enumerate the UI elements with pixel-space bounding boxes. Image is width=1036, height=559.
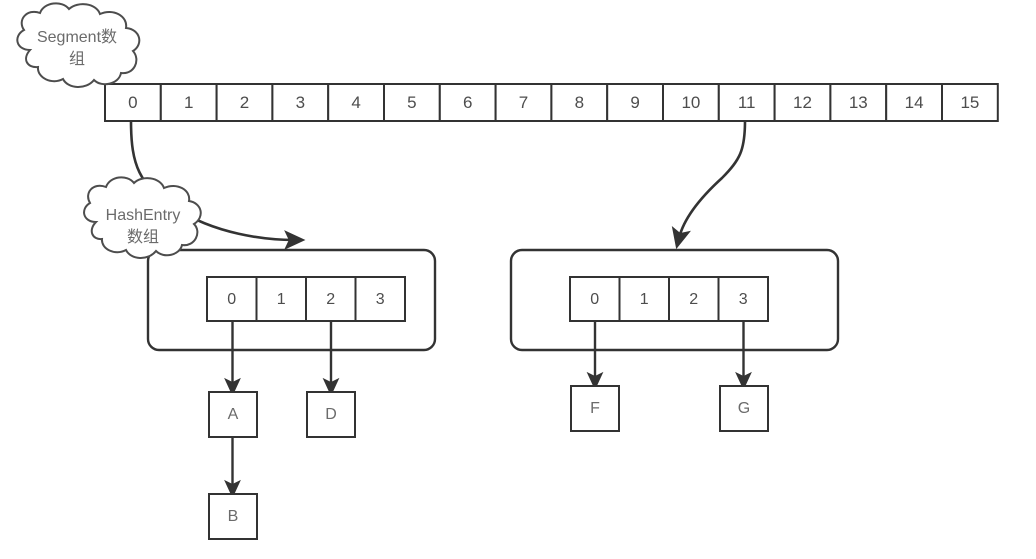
segment-array-cloud-label-line2: 组 bbox=[69, 50, 85, 68]
segment-0-hashentry-label-1: 1 bbox=[277, 291, 286, 308]
segment-0-hashentry-array: 0 1 2 3 bbox=[206, 276, 406, 322]
segment-11-hashentry-cell-0[interactable] bbox=[569, 276, 621, 322]
segment-array-cloud-label-line1: Segment数 bbox=[37, 28, 117, 46]
segment-cell-6[interactable] bbox=[438, 83, 497, 122]
segment-0-hashentry-cell-3[interactable] bbox=[354, 276, 406, 322]
segment-array-cloud-shape bbox=[16, 2, 141, 88]
segment-cell-label-15: 15 bbox=[960, 93, 979, 112]
segment-cell-label-7: 7 bbox=[519, 93, 528, 112]
node-a-label: A bbox=[228, 406, 239, 423]
node-a-box[interactable] bbox=[208, 391, 258, 438]
segment-0-hashentry-cell-1[interactable] bbox=[255, 276, 307, 322]
segment-cell-label-2: 2 bbox=[240, 93, 249, 112]
segment-cell-label-14: 14 bbox=[905, 93, 924, 112]
node-a[interactable]: A bbox=[208, 391, 258, 438]
segment-cell-9[interactable] bbox=[606, 83, 665, 122]
segment-11-hashentry-array: 0 1 2 3 bbox=[569, 276, 769, 322]
segment-11-hashentry-label-1: 1 bbox=[640, 291, 649, 308]
segment-cell-7[interactable] bbox=[494, 83, 553, 122]
segment-0-hashentry-label-2: 2 bbox=[326, 291, 335, 308]
node-g-box[interactable] bbox=[719, 385, 769, 432]
segment-11-hashentry-label-2: 2 bbox=[689, 291, 698, 308]
node-f-label: F bbox=[590, 400, 600, 417]
hashentry-array-cloud-label-line2: 数组 bbox=[127, 228, 159, 246]
segment-cell-label-0: 0 bbox=[128, 93, 137, 112]
segment-cell-label-13: 13 bbox=[849, 93, 868, 112]
segment-11-hashentry-cell-1[interactable] bbox=[618, 276, 670, 322]
segment-0-container: 0 1 2 3 bbox=[146, 248, 437, 352]
segment-cell-12[interactable] bbox=[773, 83, 832, 122]
segment-cell-0[interactable] bbox=[104, 83, 162, 122]
connector-segment11-to-container bbox=[671, 120, 747, 250]
segment-cell-label-10: 10 bbox=[681, 93, 700, 112]
node-f-box[interactable] bbox=[570, 385, 620, 432]
segment-0-hashentry-label-0: 0 bbox=[227, 291, 236, 308]
node-d-box[interactable] bbox=[306, 391, 356, 438]
segment-cell-label-8: 8 bbox=[575, 93, 584, 112]
segment-cell-1[interactable] bbox=[159, 83, 218, 122]
node-f[interactable]: F bbox=[570, 385, 620, 432]
segment-11-hashentry-cell-2[interactable] bbox=[668, 276, 720, 322]
segment-cell-8[interactable] bbox=[550, 83, 609, 122]
segment-cell-label-4: 4 bbox=[351, 93, 360, 112]
segment-cell-15[interactable] bbox=[941, 83, 999, 122]
hashentry-array-cloud-label-line1: HashEntry bbox=[106, 207, 181, 224]
segment-0-hashentry-label-3: 3 bbox=[376, 291, 385, 308]
node-d[interactable]: D bbox=[306, 391, 356, 438]
segment-cell-2[interactable] bbox=[215, 83, 274, 122]
node-b-box[interactable] bbox=[208, 493, 258, 540]
segment-cell-label-11: 11 bbox=[738, 93, 756, 112]
segment-array-cloud[interactable]: Segment数 组 bbox=[16, 2, 141, 88]
node-d-label: D bbox=[325, 406, 337, 423]
segment-cell-11[interactable] bbox=[717, 83, 776, 122]
segment-cell-label-1: 1 bbox=[184, 93, 193, 112]
segment-cell-label-3: 3 bbox=[296, 93, 305, 112]
segment-11-hashentry-label-3: 3 bbox=[739, 291, 748, 308]
segment-cell-13[interactable] bbox=[829, 83, 888, 122]
segment-0-hashentry-cell-2[interactable] bbox=[305, 276, 357, 322]
node-b-label: B bbox=[228, 508, 239, 525]
segment-array: 0 1 2 3 4 5 6 7 8 9 10 11 12 13 14 15 bbox=[104, 83, 999, 122]
node-g-label: G bbox=[738, 400, 750, 417]
segment-cell-label-12: 12 bbox=[793, 93, 812, 112]
segment-cell-4[interactable] bbox=[327, 83, 386, 122]
segment-11-container: 0 1 2 3 bbox=[509, 248, 840, 352]
segment-cell-label-9: 9 bbox=[630, 93, 639, 112]
segment-11-hashentry-label-0: 0 bbox=[590, 291, 599, 308]
node-b[interactable]: B bbox=[208, 493, 258, 540]
segment-cell-label-5: 5 bbox=[407, 93, 416, 112]
segment-cell-label-6: 6 bbox=[463, 93, 472, 112]
hashentry-array-cloud[interactable]: HashEntry 数组 bbox=[83, 176, 202, 259]
hashentry-array-cloud-shape bbox=[83, 176, 202, 259]
node-g[interactable]: G bbox=[719, 385, 769, 432]
